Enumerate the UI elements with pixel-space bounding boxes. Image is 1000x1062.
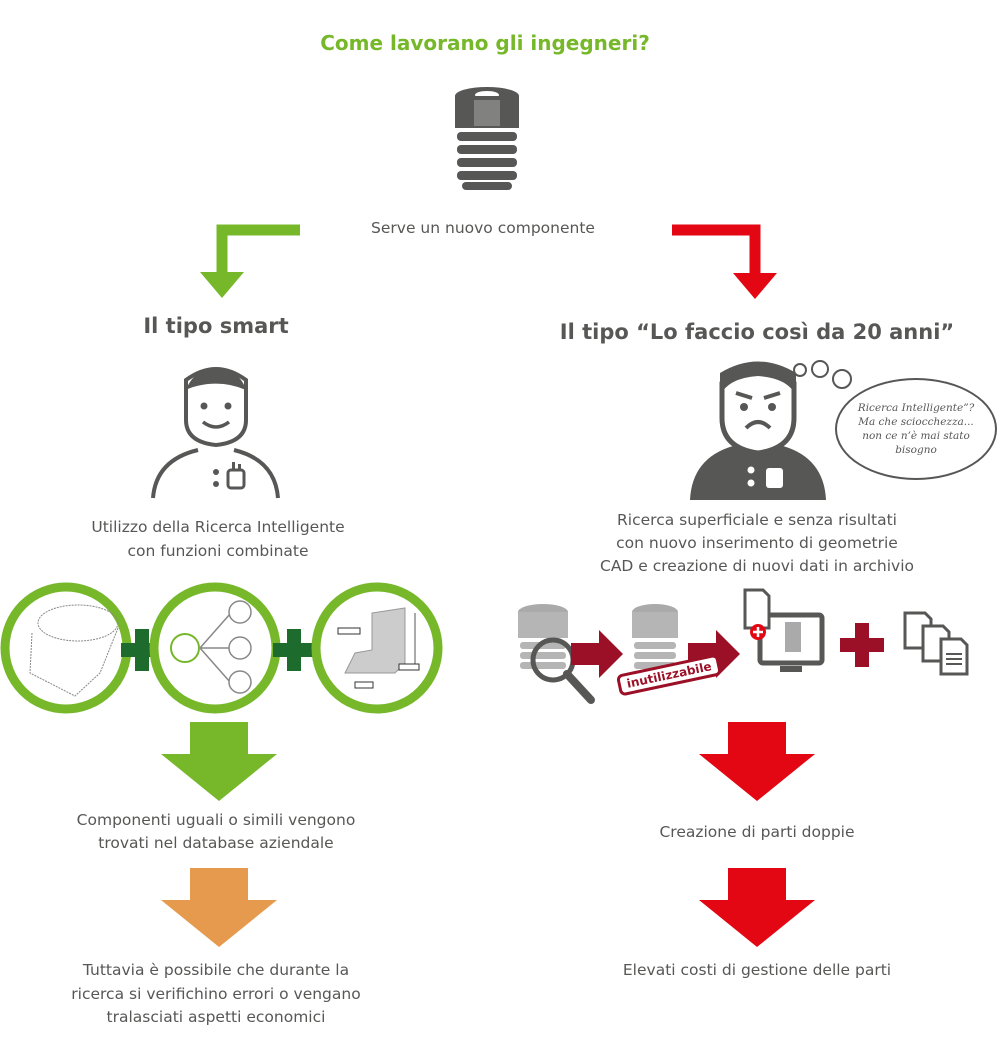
cad-monitor-icon	[743, 588, 825, 672]
start-text: Serve un nuovo componente	[371, 219, 595, 237]
red-down-arrow-icon	[699, 722, 815, 801]
smart-engineer-icon	[151, 367, 280, 499]
left-caveat-2: ricerca si verifichino errori o vengano	[71, 985, 361, 1003]
bolt-search-icon	[518, 604, 595, 704]
left-description-1: Utilizzo della Ricerca Intelligente	[91, 518, 345, 536]
red-branch-arrow-icon	[672, 224, 777, 299]
thought-line-2: Ma che sciocchezza...	[858, 416, 974, 428]
green-down-arrow-icon	[161, 722, 277, 801]
word-cloud-search-icon	[0, 582, 132, 714]
left-heading: Il tipo smart	[143, 314, 289, 338]
right-description-3: CAD e creazione di nuovi dati in archivi…	[599, 557, 915, 575]
arrow-right-icon	[571, 630, 623, 678]
left-result-2: trovati nel database aziendale	[98, 834, 334, 852]
left-description-2: con funzioni combinate	[127, 542, 309, 560]
plus-icon	[273, 629, 316, 671]
green-branch-arrow-icon	[200, 224, 300, 298]
thought-bubble: Ricerca Intelligente”? Ma che sciocchezz…	[835, 378, 997, 480]
right-description-1: Ricerca superficiale e senza risultati	[617, 511, 897, 529]
similarity-search-icon	[149, 582, 281, 714]
smart-search-methods	[0, 582, 443, 714]
left-caveat-1: Tuttavia è possibile che durante la	[82, 961, 350, 979]
right-consequence: Elevati costi di gestione delle parti	[622, 961, 892, 979]
plus-icon	[840, 623, 884, 667]
grumpy-engineer-icon	[690, 361, 826, 500]
right-description-2: con nuovo inserimento di geometrie	[616, 534, 898, 552]
page-title: Come lavorano gli ingegneri?	[320, 31, 650, 55]
thought-line-4: bisogno	[895, 444, 937, 456]
orange-down-arrow-icon	[161, 868, 277, 947]
red-down-arrow-icon	[699, 868, 815, 947]
right-heading: Il tipo “Lo faccio così da 20 anni”	[559, 320, 955, 344]
thought-line-3: non ce n’è mai stato	[862, 430, 970, 442]
unusable-bolt-icon	[632, 604, 678, 669]
bolt-icon	[455, 87, 519, 190]
left-result-1: Componenti uguali o simili vengono	[76, 811, 356, 829]
thought-bubbles-icon	[793, 360, 852, 389]
traditional-search-process	[518, 588, 969, 704]
documents-icon	[903, 611, 969, 676]
thought-line-1: Ricerca Intelligente”?	[857, 402, 975, 414]
dimension-search-icon	[311, 582, 443, 714]
right-result: Creazione di parti doppie	[659, 823, 855, 841]
left-caveat-3: tralasciati aspetti economici	[106, 1008, 326, 1026]
